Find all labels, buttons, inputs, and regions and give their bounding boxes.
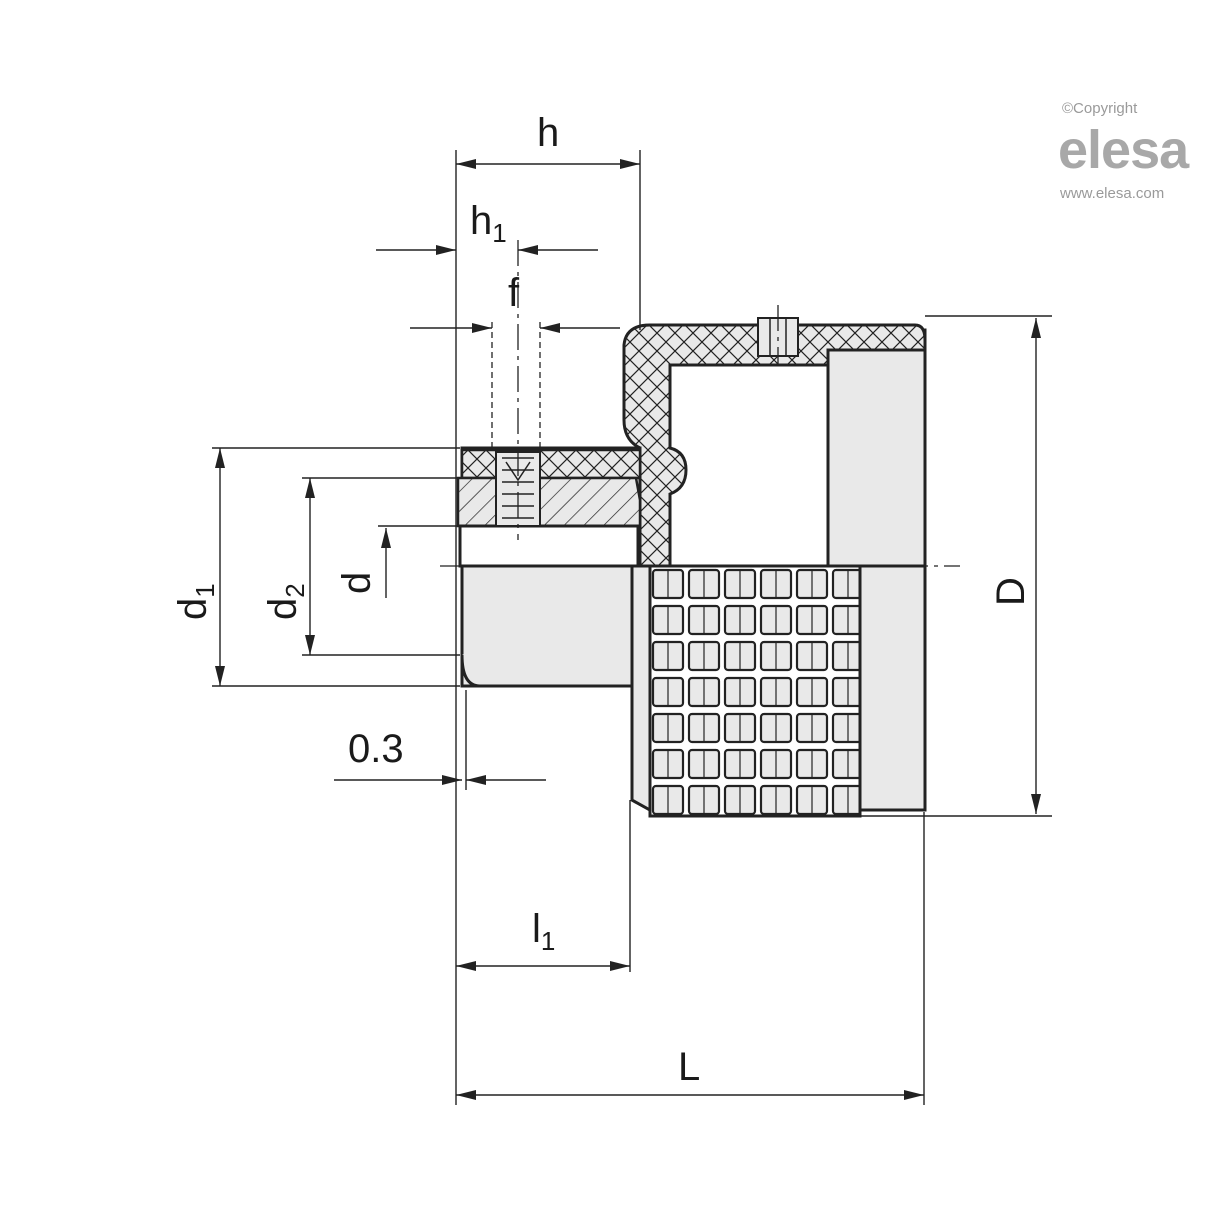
brand-wordmark: elesa [1058, 120, 1190, 180]
metal-insert [456, 476, 642, 528]
knob-rim-lower [858, 564, 927, 812]
extension-lines [212, 150, 1052, 1105]
inner-sleeve [826, 348, 927, 568]
label-gap: 0.3 [348, 727, 404, 771]
label-h: h [537, 111, 559, 155]
label-f: f [508, 271, 520, 315]
label-d1: d1 [171, 583, 220, 620]
label-h1: h1 [470, 199, 507, 248]
inner-pocket [668, 363, 830, 568]
dimension-labels: h h1 f d1 d2 d D 0.3 l1 L [171, 111, 1033, 1089]
label-D: D [989, 577, 1033, 606]
dimension-lines [215, 159, 1041, 1100]
svg-text:d2: d2 [261, 583, 310, 620]
bore-upper [458, 524, 640, 568]
label-l1: l1 [532, 907, 555, 956]
knob-part [456, 317, 927, 818]
svg-text:d1: d1 [171, 583, 220, 620]
label-d: d [335, 572, 379, 594]
shell-section [622, 323, 927, 568]
knurled-grip [648, 564, 862, 818]
website-text: www.elesa.com [1059, 185, 1164, 202]
svg-text:d: d [335, 572, 379, 594]
label-L: L [678, 1045, 700, 1089]
copyright-text: ©Copyright [1062, 100, 1138, 117]
label-d2: d2 [261, 583, 310, 620]
svg-text:D: D [989, 577, 1033, 606]
elesa-logo: ©Copyright elesa www.elesa.com [1058, 100, 1191, 202]
